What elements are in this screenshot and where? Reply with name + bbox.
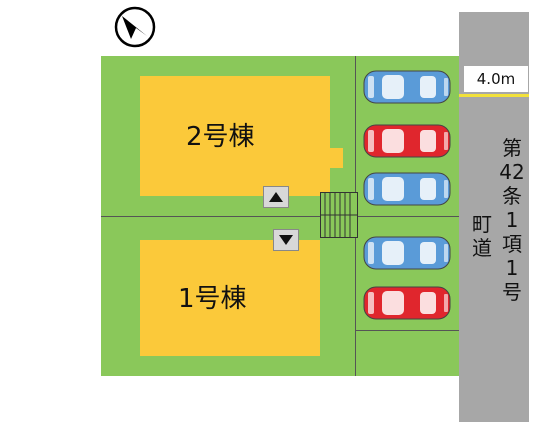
- lot-divider-horizontal: [101, 216, 459, 217]
- parked-car: [360, 170, 454, 208]
- building-1: [140, 240, 320, 356]
- building-1-label: 1号棟: [178, 284, 247, 314]
- road-name-vertical: 第 42 条 1 項 1 号: [499, 136, 525, 304]
- parking-divider-bottom: [355, 330, 459, 331]
- entrance-arrow-up: [263, 186, 289, 208]
- road-boundary-line: [459, 94, 529, 97]
- entrance-arrow-down: [273, 229, 299, 251]
- building-2: [140, 76, 330, 196]
- road-width-label: 4.0m: [464, 66, 528, 92]
- parked-car: [360, 122, 454, 160]
- triangle-up-icon: [269, 192, 283, 202]
- triangle-down-icon: [279, 235, 293, 245]
- building-2-label: 2号棟: [186, 122, 255, 152]
- parked-car: [360, 284, 454, 322]
- building-2-notch: [325, 148, 343, 168]
- stairs: [320, 192, 358, 238]
- town-road-label: 町 道: [472, 212, 492, 260]
- compass: [114, 6, 156, 48]
- north-arrow-icon: [114, 6, 156, 48]
- parked-car: [360, 234, 454, 272]
- parked-car: [360, 68, 454, 106]
